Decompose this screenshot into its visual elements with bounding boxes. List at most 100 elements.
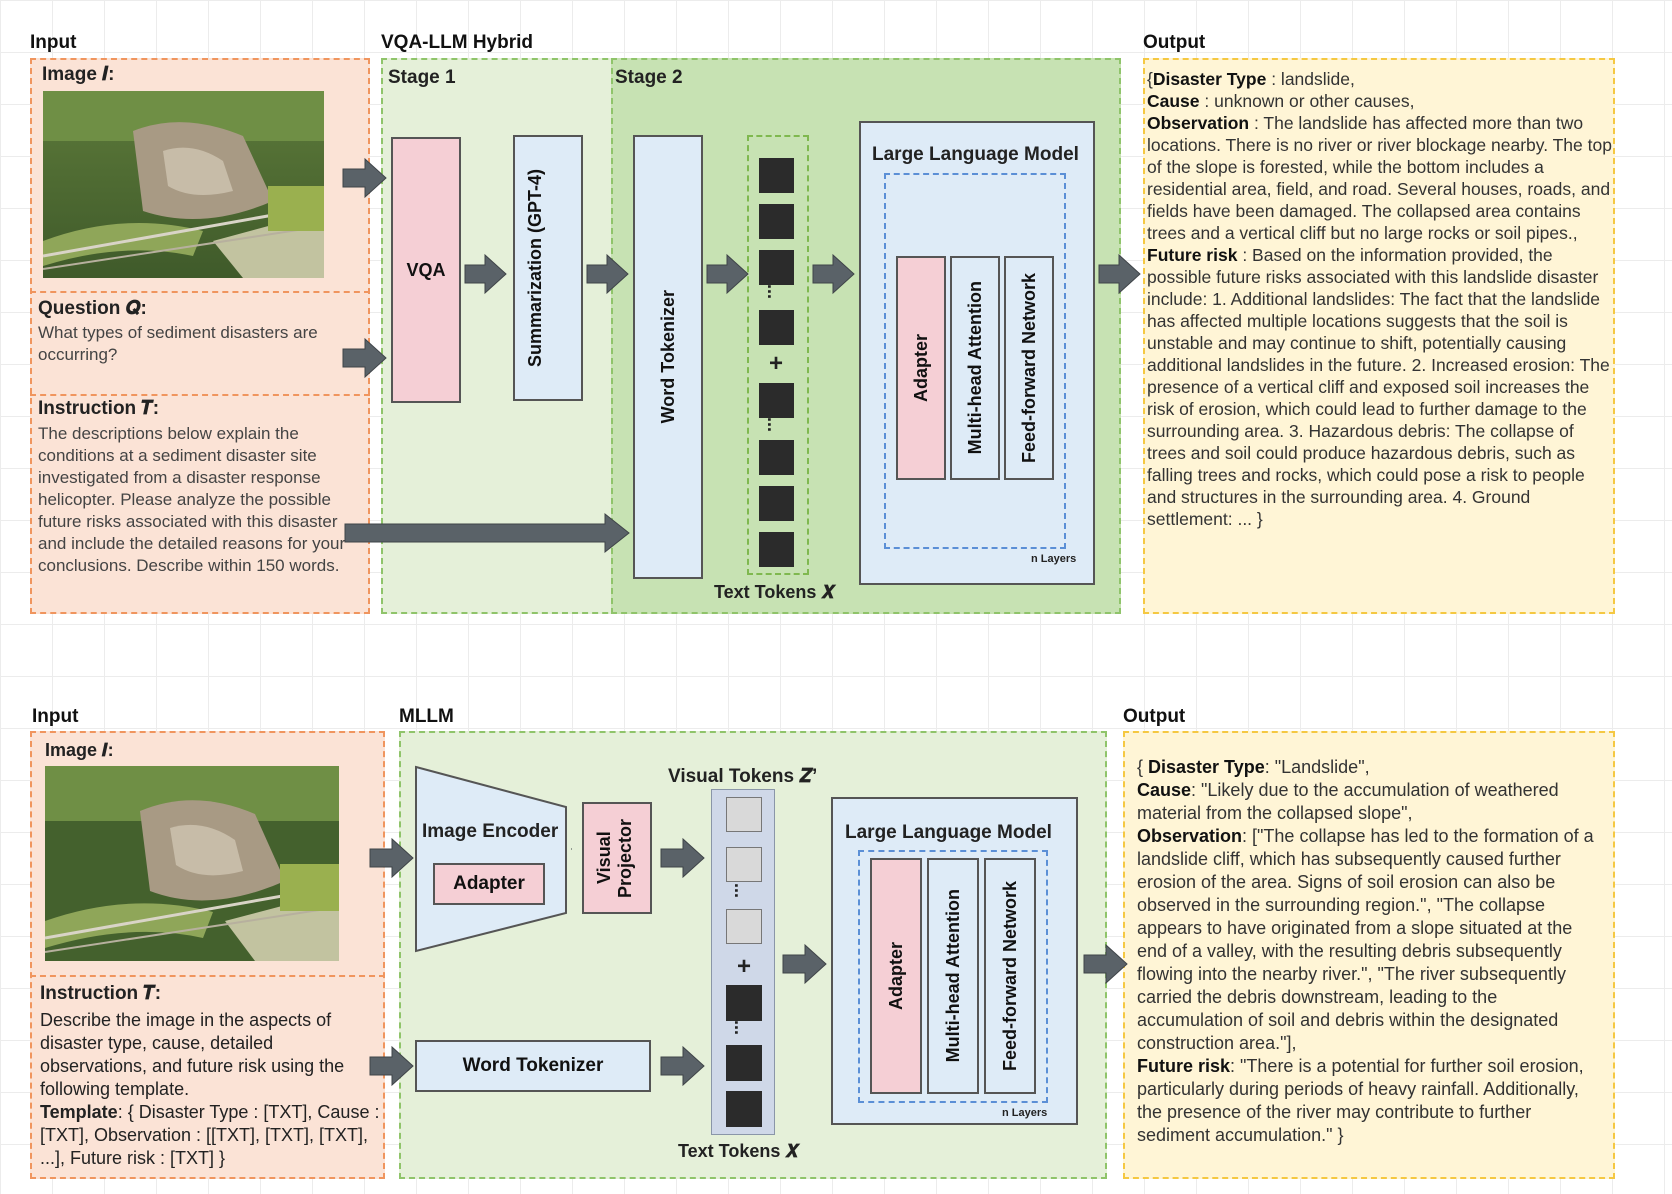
arrow-image-to-vqa — [342, 157, 387, 199]
top-output-key-cause: Cause — [1147, 91, 1200, 111]
arrow-tokens-to-llm — [782, 943, 827, 985]
arrow-llm-to-output — [1098, 253, 1141, 295]
arrow-tokens-to-llm — [812, 253, 855, 295]
top-output-text: {Disaster Type : landslide, Cause : unkn… — [1147, 68, 1612, 530]
top-output-key-observation: Observation — [1147, 113, 1250, 133]
bottom-template-key: Template — [40, 1102, 118, 1122]
arrow-instruction-to-tokenizer — [369, 1045, 414, 1087]
visual-projector-block: Visual Projector — [582, 802, 652, 914]
top-token — [759, 310, 794, 345]
top-llm-title: Large Language Model — [872, 144, 1079, 165]
bottom-ffn-block: Feed-forward Network — [984, 858, 1036, 1094]
bottom-output-value-observation: : ["The collapse has led to the formatio… — [1137, 826, 1594, 1053]
bottom-output-panel — [1123, 731, 1615, 1179]
bottom-output-value-cause: : "Likely due to the accumulation of wea… — [1137, 780, 1559, 823]
bottom-word-tokenizer-label: Word Tokenizer — [462, 1055, 604, 1076]
arrow-projector-to-tokens — [660, 837, 705, 879]
top-output-value-type: : landslide, — [1266, 69, 1355, 89]
bottom-output-key-type: Disaster Type — [1148, 757, 1265, 777]
visual-tokens-label: Visual Tokens 𝒁’ — [668, 766, 818, 787]
bottom-input-label: Input — [32, 706, 79, 727]
bottom-output-text: { Disaster Type: "Landslide", Cause: "Li… — [1137, 756, 1607, 1147]
bottom-mllm-label: MLLM — [399, 706, 454, 727]
arrow-llm-to-output — [1083, 943, 1128, 985]
top-n-layers-label: n Layers — [1031, 553, 1077, 565]
top-input-label: Input — [30, 32, 77, 53]
arrow-question-to-vqa — [342, 337, 387, 379]
top-text-tokens-label: Text Tokens 𝑿 — [714, 582, 835, 602]
bottom-image-label: Image 𝑰: — [45, 740, 114, 760]
vqa-label: VQA — [406, 259, 446, 280]
bottom-input-divider — [30, 975, 385, 977]
top-token — [759, 532, 794, 567]
arrow-tokenizer-to-tokens — [660, 1045, 705, 1087]
bottom-output-value-future-risk: : "There is a potential for further soil… — [1137, 1056, 1584, 1145]
top-question-text: What types of sediment disasters are occ… — [38, 323, 318, 364]
bottom-text-token — [726, 985, 762, 1021]
top-output-open: { — [1147, 69, 1153, 89]
top-token — [759, 204, 794, 239]
top-hybrid-label: VQA-LLM Hybrid — [381, 32, 533, 53]
vqa-block: VQA — [391, 137, 461, 403]
stage1-label: Stage 1 — [388, 67, 456, 88]
bottom-text-tokens-label: Text Tokens 𝑿 — [678, 1141, 799, 1161]
top-mha-block: Multi-head Attention — [950, 256, 1000, 480]
bottom-encoder-adapter-label: Adapter — [453, 873, 525, 894]
top-question-label: Question 𝑸: — [38, 298, 147, 319]
top-word-tokenizer-block: Word Tokenizer — [633, 135, 703, 579]
top-output-key-future-risk: Future risk — [1147, 245, 1238, 265]
top-landslide-image — [43, 91, 324, 278]
top-adapter-block: Adapter — [896, 256, 946, 480]
bottom-adapter-block: Adapter — [870, 858, 922, 1094]
stage2-label: Stage 2 — [615, 67, 683, 88]
summarization-block: Summarization (GPT-4) — [513, 135, 583, 401]
arrow-summarization-to-tokenizer — [586, 253, 629, 295]
bottom-text-token — [726, 1045, 762, 1081]
top-ffn-block: Feed-forward Network — [1004, 256, 1054, 480]
top-token — [759, 158, 794, 193]
bottom-output-key-observation: Observation — [1137, 826, 1243, 846]
top-token-ellipsis-1: ... — [764, 284, 784, 300]
bottom-encoder-adapter-block: Adapter — [433, 863, 545, 905]
arrow-tokenizer-to-tokens — [706, 253, 749, 295]
top-token — [759, 486, 794, 521]
top-instruction-text: The descriptions below explain the condi… — [38, 424, 346, 575]
top-output-value-cause: : unknown or other causes, — [1199, 91, 1415, 111]
top-llm-layer-group — [884, 173, 1066, 549]
bottom-output-open: { — [1137, 757, 1149, 777]
top-token-column — [747, 135, 809, 575]
bottom-output-key-cause: Cause — [1137, 780, 1192, 800]
top-output-key-type: Disaster Type — [1152, 69, 1267, 89]
bottom-llm-title: Large Language Model — [845, 822, 1052, 843]
visual-token — [726, 909, 762, 944]
bottom-llm-layer-group — [858, 850, 1048, 1103]
top-output-panel — [1143, 58, 1615, 614]
top-instruction-label: Instruction 𝑻: — [38, 398, 160, 419]
top-token — [759, 383, 794, 418]
top-image-label: Image 𝑰: — [42, 64, 115, 85]
bottom-template-text: : { Disaster Type : [TXT], Cause : [TXT]… — [40, 1102, 380, 1168]
bottom-output-label: Output — [1123, 706, 1186, 727]
arrow-image-to-encoder — [369, 837, 414, 879]
bottom-n-layers-label: n Layers — [1002, 1107, 1048, 1119]
bottom-token-column — [711, 789, 775, 1135]
visual-token — [726, 847, 762, 882]
image-encoder-label: Image Encoder — [422, 821, 559, 842]
bottom-token-plus: + — [736, 953, 751, 980]
top-input-divider-1 — [30, 291, 370, 293]
bottom-mha-block: Multi-head Attention — [927, 858, 979, 1094]
top-token-plus: + — [768, 350, 783, 377]
bottom-instruction-body: Describe the image in the aspects of dis… — [40, 1010, 345, 1099]
top-input-divider-2 — [30, 394, 370, 396]
image-encoder-shape — [415, 765, 567, 953]
top-output-value-future-risk: : Based on the information provided, the… — [1147, 245, 1610, 529]
top-token-ellipsis-2: ... — [764, 417, 784, 433]
top-token — [759, 440, 794, 475]
bottom-output-value-type: : "Landslide", — [1264, 757, 1370, 777]
visual-token — [726, 797, 762, 832]
bottom-instruction-label: Instruction 𝑻: — [40, 983, 162, 1004]
bottom-instruction-text: Describe the image in the aspects of dis… — [40, 1009, 380, 1170]
top-token — [759, 250, 794, 285]
